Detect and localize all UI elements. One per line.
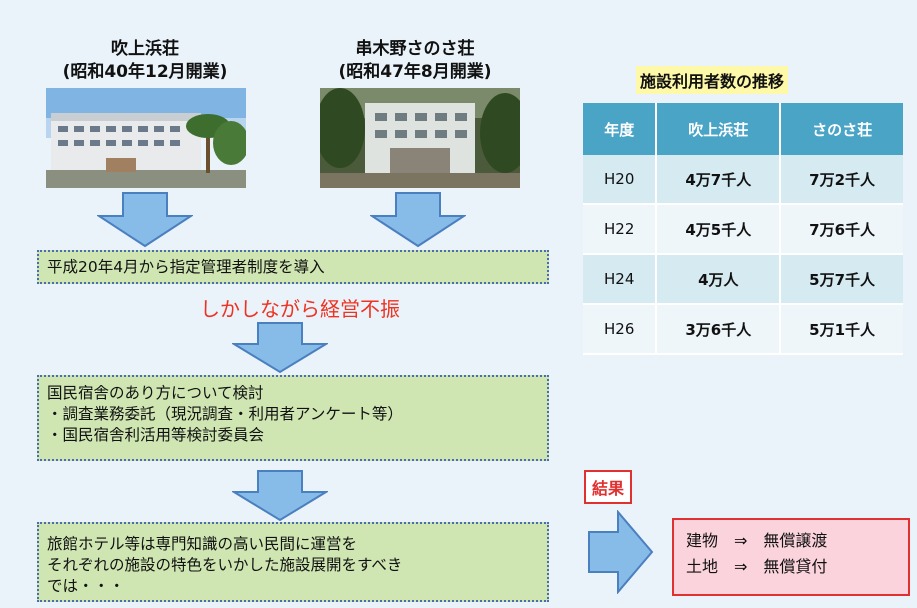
flow-step-3: 旅館ホテル等は専門知識の高い民間に運営を それぞれの施設の特色をいかした施設展開… [37, 522, 549, 602]
hotel-sanosa-title: 串木野さのさ荘 (昭和47年8月開業) [295, 38, 535, 84]
down-arrow-icon [232, 470, 328, 522]
stats-header-row: 年度 吹上浜荘 さのさ荘 [583, 103, 903, 155]
hotel-sanosa-photo [320, 88, 520, 188]
table-row: H20 4万7千人 7万2千人 [583, 155, 903, 205]
flow-warning: しかしながら経営不振 [200, 297, 400, 321]
table-row: H24 4万人 5万7千人 [583, 254, 903, 305]
stats-header-sanosa: さのさ荘 [780, 103, 903, 155]
hotel-fukiagehama-photo [46, 88, 246, 188]
table-cell: 7万6千人 [780, 204, 903, 255]
stats-table: 年度 吹上浜荘 さのさ荘 H20 4万7千人 7万2千人 H22 4万5千人 7… [583, 103, 903, 355]
table-cell: 7万2千人 [780, 155, 903, 205]
result-line-building: 建物 ⇒ 無償譲渡 [686, 531, 828, 550]
flow-step-3-line2: それぞれの施設の特色をいかした施設展開をすべき [47, 556, 403, 574]
right-arrow-icon [588, 510, 654, 594]
table-cell: 4万5千人 [656, 204, 782, 255]
result-line-land: 土地 ⇒ 無償貸付 [686, 557, 828, 576]
table-cell: H24 [583, 254, 658, 305]
table-cell: 4万7千人 [656, 155, 782, 205]
table-cell: 5万1千人 [780, 304, 903, 355]
stats-header-year: 年度 [583, 103, 658, 155]
flow-step-2-line1: 国民宿舎のあり方について検討 [47, 384, 264, 402]
flow-step-2-line3: ・国民宿舎利活用等検討委員会 [47, 426, 265, 444]
flow-step-1-text: 平成20年4月から指定管理者制度を導入 [47, 258, 325, 276]
hotel-sanosa-opened: (昭和47年8月開業) [338, 62, 492, 82]
flow-step-1: 平成20年4月から指定管理者制度を導入 [37, 250, 549, 284]
down-arrow-icon [232, 322, 328, 374]
table-row: H22 4万5千人 7万6千人 [583, 204, 903, 255]
flow-step-2: 国民宿舎のあり方について検討 ・調査業務委託（現況調査・利用者アンケート等） ・… [37, 375, 549, 461]
table-row: H26 3万6千人 5万1千人 [583, 304, 903, 355]
table-cell: 5万7千人 [780, 254, 903, 305]
hotel-fukiagehama-opened: (昭和40年12月開業) [62, 62, 228, 82]
table-cell: H26 [583, 304, 658, 355]
hotel-sanosa-name: 串木野さのさ荘 [355, 39, 475, 59]
flow-step-3-line3: では・・・ [47, 577, 125, 595]
hotel-fukiagehama-title: 吹上浜荘 (昭和40年12月開業) [40, 38, 250, 84]
flow-step-2-line2: ・調査業務委託（現況調査・利用者アンケート等） [47, 405, 403, 423]
stats-title: 施設利用者数の推移 [636, 66, 789, 94]
stats-header-fukiagehama: 吹上浜荘 [656, 103, 782, 155]
result-label: 結果 [584, 470, 633, 504]
flow-step-3-line1: 旅館ホテル等は専門知識の高い民間に運営を [47, 535, 358, 553]
table-cell: H20 [583, 155, 658, 205]
table-cell: 4万人 [656, 254, 782, 305]
result-box: 建物 ⇒ 無償譲渡 土地 ⇒ 無償貸付 [672, 518, 910, 596]
table-cell: 3万6千人 [656, 304, 782, 355]
hotel-fukiagehama-name: 吹上浜荘 [111, 39, 179, 59]
table-cell: H22 [583, 204, 658, 255]
down-arrow-icon [97, 192, 193, 248]
down-arrow-icon [370, 192, 466, 248]
